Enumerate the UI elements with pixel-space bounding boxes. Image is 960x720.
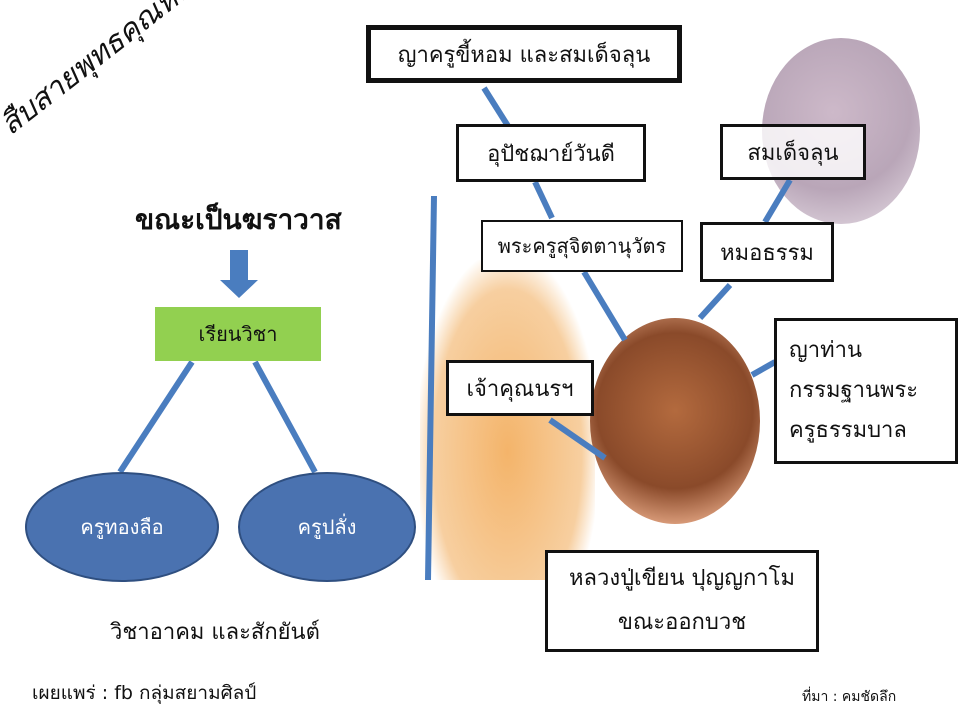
box-yathan: ญาท่าน กรรมฐานพระ ครูธรรมบาล bbox=[774, 318, 958, 464]
yathan-line-3: ครูธรรมบาล bbox=[789, 418, 907, 443]
box-mor-tham: หมอธรรม bbox=[700, 222, 834, 282]
down-arrow-icon bbox=[220, 250, 258, 298]
luang-pu-khian-photo bbox=[590, 318, 760, 524]
yathan-line-1: ญาท่าน bbox=[789, 338, 862, 363]
box-upatchaya: อุปัชฌาย์วันดี bbox=[456, 124, 646, 182]
box-yakhru-somdet: ญาครูขี้หอม และสมเด็จลุน bbox=[366, 25, 682, 83]
yathan-line-2: กรรมฐานพระ bbox=[789, 378, 919, 403]
study-box: เรียนวิชา bbox=[155, 307, 321, 361]
box-phrakhru: พระครูสุจิตตานุวัตร bbox=[481, 220, 683, 272]
subject-label: วิชาอาคม และสักยันต์ bbox=[110, 620, 320, 645]
monk-seated-photo bbox=[420, 260, 595, 580]
box-chaokhun: เจ้าคุณนรฯ bbox=[446, 360, 594, 416]
box-luang-pu-khian: หลวงปู่เขียน ปุญญกาโม ขณะออกบวช bbox=[545, 550, 819, 652]
source-credit: ที่มา : คมชัดลึก bbox=[802, 689, 897, 705]
teacher-thonglue: ครูทองลือ bbox=[25, 472, 219, 582]
laity-heading: ขณะเป็นฆราวาส bbox=[135, 203, 342, 236]
box-somdet-lun: สมเด็จลุน bbox=[720, 124, 866, 180]
teacher-plang: ครูปลั่ง bbox=[238, 472, 416, 582]
publisher-credit: เผยแพร่ : fb กลุ่มสยามศิลป์ bbox=[32, 682, 257, 704]
main-line-1: หลวงปู่เขียน ปุญญกาโม bbox=[569, 566, 795, 591]
main-line-2: ขณะออกบวช bbox=[617, 610, 747, 635]
